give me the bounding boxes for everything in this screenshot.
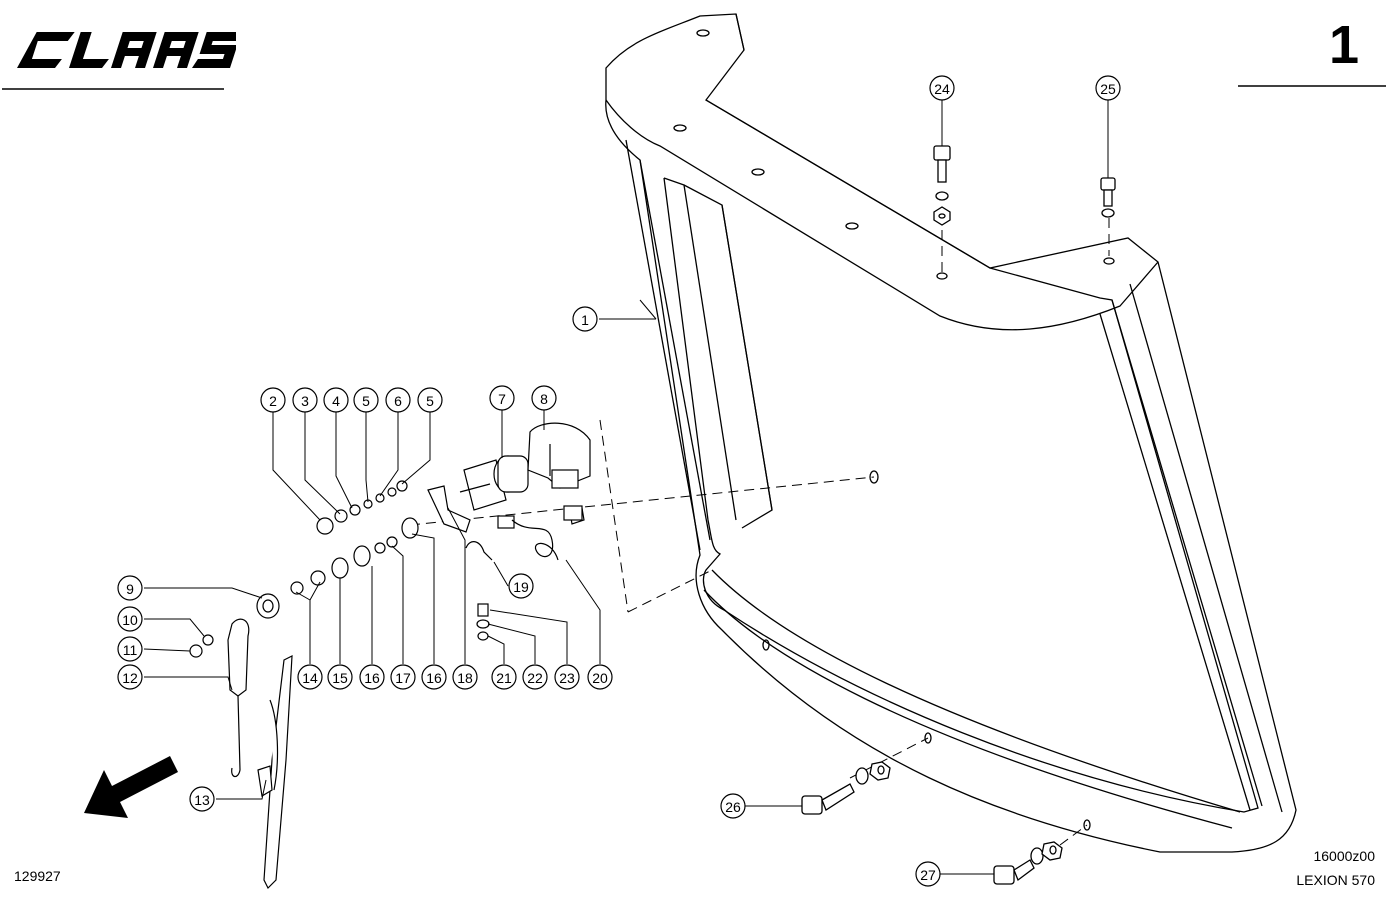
wiper-motor-assembly [189, 422, 591, 890]
callout-label: 2 [269, 393, 277, 409]
callout-label: 25 [1100, 81, 1116, 97]
callout-circle-4 [323, 387, 349, 413]
callout-circle-2 [260, 387, 286, 413]
assembly-lines [409, 218, 1110, 846]
callout-label: 3 [301, 393, 309, 409]
callout-label: 10 [122, 612, 138, 628]
callout-circle-11 [117, 636, 143, 662]
callout-label: 16 [364, 670, 380, 686]
callout-label: 16 [426, 670, 442, 686]
callout-circle-15 [327, 664, 353, 690]
arrow-down-left-icon [84, 756, 178, 818]
callout-labels: 1 2 3 4 5 6 5 7 8 9 10 11 12 13 14 15 16… [122, 81, 1116, 883]
callout-circle-16a [359, 664, 385, 690]
callout-circle-5b [417, 387, 443, 413]
callout-label: 21 [496, 670, 512, 686]
callout-circle-3 [292, 387, 318, 413]
callout-circle-20 [587, 664, 613, 690]
callout-circle-16b [421, 664, 447, 690]
bolt-set-bottom [801, 761, 1063, 885]
callout-circle-27 [915, 861, 941, 887]
callout-label: 11 [123, 642, 138, 658]
callout-label: 22 [527, 670, 543, 686]
callout-circle-1 [572, 306, 598, 332]
callout-label: 26 [725, 799, 741, 815]
window-frame-part [605, 13, 1297, 853]
callout-label: 7 [498, 391, 506, 407]
callout-label: 5 [426, 393, 434, 409]
callout-label: 12 [122, 670, 138, 686]
claas-logo [16, 28, 236, 72]
callout-label: 9 [126, 581, 134, 597]
callout-circle-24 [929, 75, 955, 101]
callout-circle-21 [491, 664, 517, 690]
group-code: 16000z00 [1313, 848, 1375, 864]
callout-markers [117, 75, 1121, 887]
callout-label: 18 [457, 670, 473, 686]
callout-label: 17 [395, 670, 411, 686]
callout-label: 4 [332, 393, 340, 409]
callout-label: 1 [581, 312, 589, 328]
callout-circle-8 [531, 385, 557, 411]
callout-circle-10 [117, 606, 143, 632]
callout-circle-18 [452, 664, 478, 690]
callout-circle-23 [554, 664, 580, 690]
callout-label: 8 [540, 391, 548, 407]
callout-circle-9 [117, 575, 143, 601]
bolt-set-top [933, 145, 1116, 226]
callout-label: 20 [592, 670, 608, 686]
callout-label: 13 [194, 792, 210, 808]
model-name: LEXION 570 [1296, 872, 1375, 888]
callout-label: 19 [513, 579, 529, 595]
callout-circle-7 [489, 385, 515, 411]
callout-circle-22 [522, 664, 548, 690]
callout-circle-6 [385, 387, 411, 413]
claas-logo-mark [17, 32, 236, 68]
callout-label: 15 [332, 670, 348, 686]
callout-label: 14 [302, 670, 318, 686]
callout-circle-12 [117, 664, 143, 690]
callout-label: 27 [920, 867, 936, 883]
drawing-number: 129927 [14, 868, 61, 884]
callout-label: 23 [559, 670, 575, 686]
callout-label: 5 [362, 393, 370, 409]
callout-leaders [143, 100, 1109, 875]
callout-label: 6 [394, 393, 402, 409]
callout-circle-19 [508, 573, 534, 599]
callout-circle-26 [720, 793, 746, 819]
page-number: 1 [1328, 15, 1359, 75]
callout-circle-17 [390, 664, 416, 690]
callout-circle-14 [297, 664, 323, 690]
callout-circle-5a [353, 387, 379, 413]
callout-label: 24 [934, 81, 950, 97]
callout-circle-25 [1095, 75, 1121, 101]
callout-circle-13 [189, 786, 215, 812]
